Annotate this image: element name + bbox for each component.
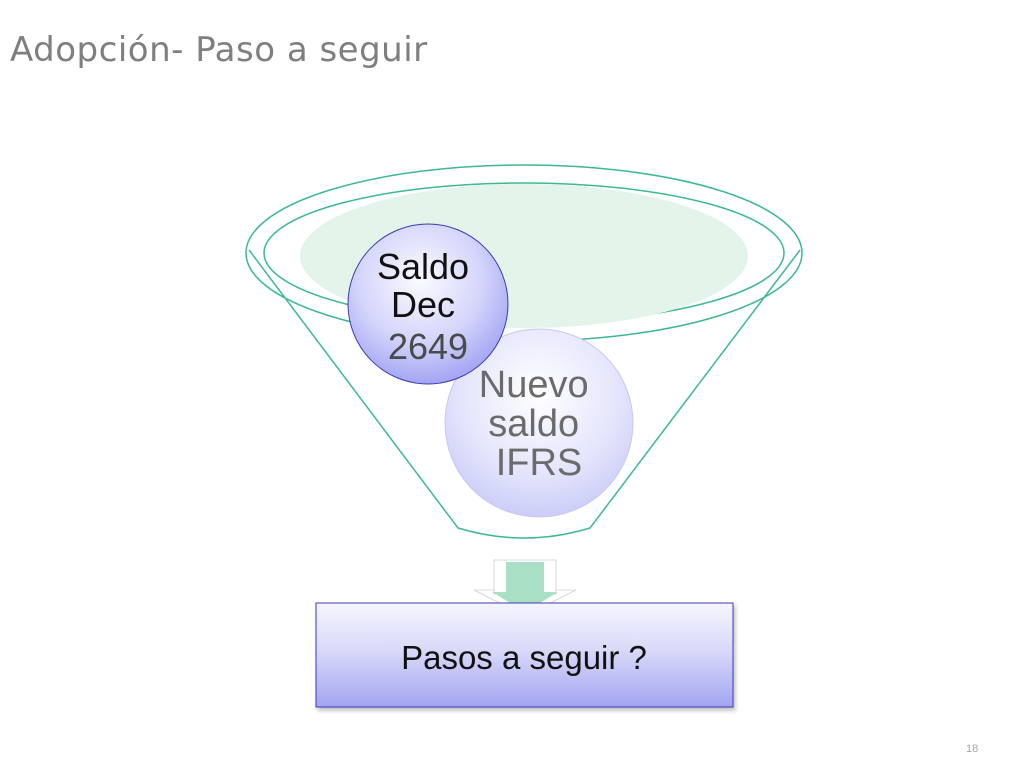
circle-saldo-dec-line-2: Dec (391, 284, 455, 325)
result-box (315, 602, 734, 708)
funnel-outline (248, 249, 801, 539)
slide-title: Adopción- Paso a seguir (10, 30, 428, 70)
svg-text:Saldo Dec 2649: Saldo Dec 2649 (377, 246, 479, 367)
circle-saldo-dec-line-3: 2649 (388, 326, 468, 367)
circle-saldo-dec-line-1: Saldo (377, 246, 469, 287)
result-box-label: Pasos a seguir ? (401, 639, 647, 676)
circle-nuevo-saldo-line-2: saldo (488, 403, 579, 445)
circle-nuevo-saldo: Nuevo saldo IFRS (444, 328, 634, 518)
circle-saldo-dec: Saldo Dec 2649 (347, 223, 509, 385)
page-number: 18 (966, 743, 979, 755)
svg-text:Nuevo saldo IFRS: Nuevo saldo IFRS (479, 364, 599, 484)
circle-nuevo-saldo-line-3: IFRS (496, 442, 583, 484)
circle-nuevo-saldo-line-1: Nuevo (479, 364, 589, 406)
